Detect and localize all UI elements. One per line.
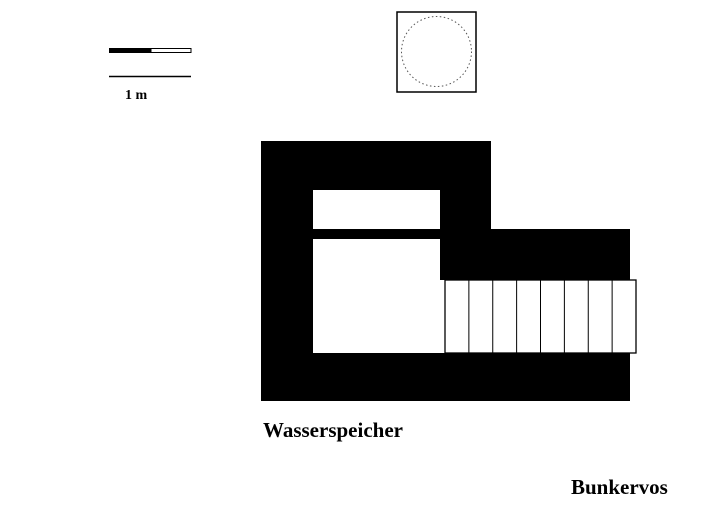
bunker-walls	[261, 141, 630, 401]
vent-shaft-frame	[396, 11, 477, 93]
scale-bar-empty-segment	[150, 48, 192, 53]
plan-title: Wasserspeicher	[263, 418, 403, 442]
scale-bar	[109, 48, 192, 78]
vent-shaft	[396, 11, 477, 93]
staircase	[444, 279, 637, 354]
scale-label: 1 m	[125, 88, 148, 103]
author-credit: Bunkervos	[571, 475, 668, 499]
vent-shaft-ring	[401, 16, 472, 87]
scale-bar-filled-segment	[109, 48, 151, 53]
